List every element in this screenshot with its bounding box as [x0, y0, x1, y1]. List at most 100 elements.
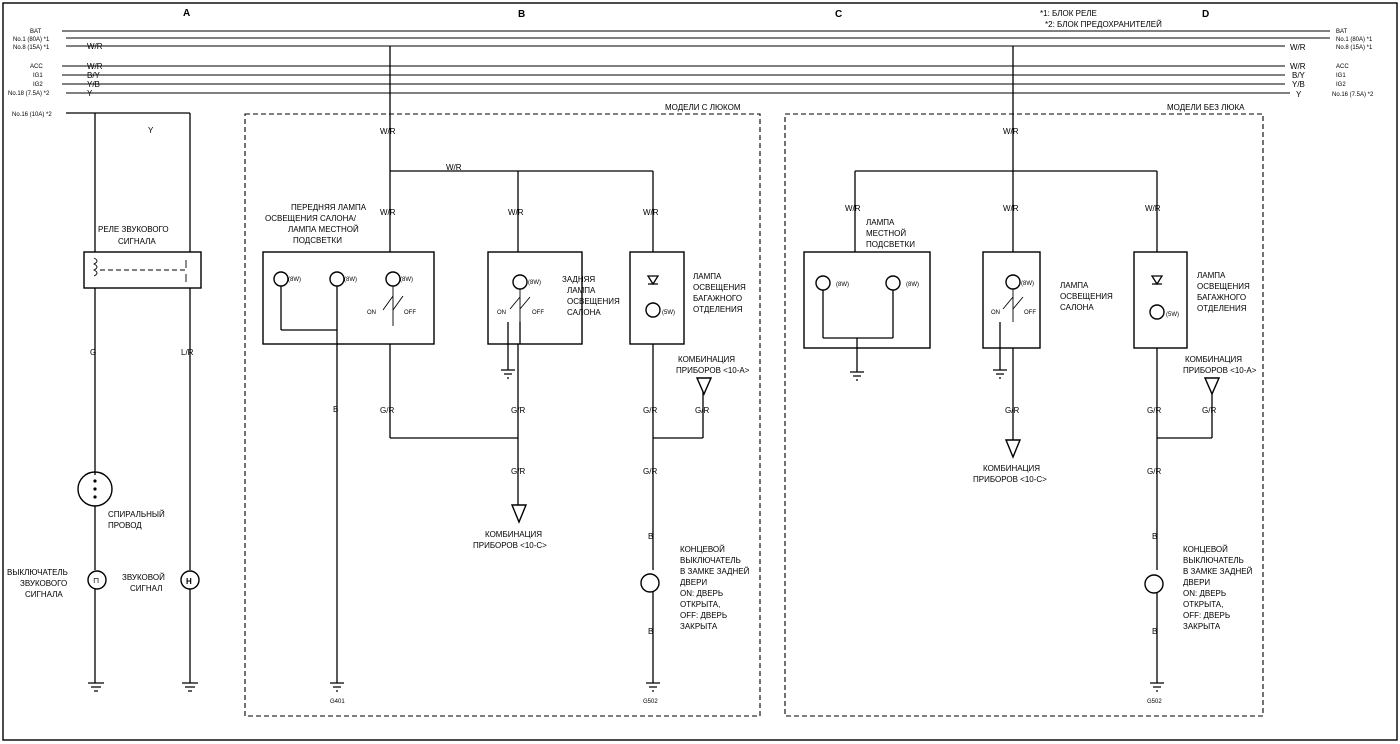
svg-text:ДВЕРИ: ДВЕРИ [680, 578, 707, 587]
wire-tag: W/R [446, 163, 462, 172]
column-c: C [835, 9, 842, 20]
front-lamp-box [262, 251, 435, 345]
horn-circuit: Y G L/R ⊓ H [66, 112, 202, 692]
svg-text:ЗАКРЫТА: ЗАКРЫТА [1183, 622, 1221, 631]
wire-tag: W/R [1290, 43, 1306, 52]
interior-lamp-label-3: САЛОНА [1060, 303, 1094, 312]
wire-tag: G [90, 348, 96, 357]
door-switch-d [1144, 574, 1164, 594]
bulb-rating: (8W) [906, 282, 919, 288]
note-fuse-box: *2: БЛОК ПРЕДОХРАНИТЕЛЕЙ [1045, 20, 1162, 29]
wire-tag: B [1152, 532, 1157, 541]
ground-g401: G401 [330, 699, 345, 705]
switch-off-label: OFF [404, 310, 416, 316]
rear-lamp-label-1: ЗАДНЯЯ [562, 275, 595, 284]
trunk-lamp-d-label-3: БАГАЖНОГО [1197, 293, 1246, 302]
trunk-lamp-box [629, 251, 685, 345]
trunk-lamp-label-1: ЛАМПА [693, 272, 722, 281]
wire-tag: G/R [643, 406, 657, 415]
horn-relay [83, 251, 202, 289]
switch-on-label: ON [497, 310, 506, 316]
column-d: D [1202, 9, 1209, 20]
bus-ig1-right: IG1 [1336, 73, 1346, 79]
rear-lamp-label-2: ЛАМПА [567, 286, 596, 295]
interior-lamp-label-2: ОСВЕЩЕНИЯ [1060, 292, 1113, 301]
wire-tag: W/R [380, 208, 396, 217]
svg-text:ВЫКЛЮЧАТЕЛЬ: ВЫКЛЮЧАТЕЛЬ [1183, 556, 1244, 565]
svg-text:⊓: ⊓ [93, 576, 99, 585]
bus-fuse16-left: No.16 (10A) *2 [12, 112, 52, 118]
gauge-a-label-2: ПРИБОРОВ <10-A> [676, 366, 750, 375]
rear-lamp-box [487, 251, 583, 345]
wire-tag: G/R [1147, 406, 1161, 415]
wire-tag: G/R [380, 406, 394, 415]
gauge-a-connector [695, 377, 713, 396]
ground-g502-d: G502 [1147, 699, 1162, 705]
trunk-lamp-label-4: ОТДЕЛЕНИЯ [693, 305, 743, 314]
trunk-lamp-label-3: БАГАЖНОГО [693, 294, 742, 303]
interior-lamp-label-1: ЛАМПА [1060, 281, 1089, 290]
trunk-lamp-label-2: ОСВЕЩЕНИЯ [693, 283, 746, 292]
svg-text:ЗАКРЫТА: ЗАКРЫТА [680, 622, 718, 631]
svg-text:OFF: ДВЕРЬ: OFF: ДВЕРЬ [1183, 611, 1230, 620]
switch-off-label: OFF [532, 310, 544, 316]
wire-tag: G/R [511, 467, 525, 476]
column-a: A [183, 8, 190, 19]
spot-lamp-box [803, 251, 931, 349]
wire-tag: W/R [508, 208, 524, 217]
ground-g502-b: G502 [643, 699, 658, 705]
no-sunroof-wiring [803, 46, 1221, 692]
gauge-a-connector-d [1203, 377, 1221, 396]
trunk-lamp-d-label-4: ОТДЕЛЕНИЯ [1197, 304, 1247, 313]
bus-ig2-left: IG2 [33, 82, 43, 88]
left-bus-labels: BAT No.1 (80A) *1 No.8 (15A) *1 ACC IG1 … [8, 29, 52, 118]
svg-text:H: H [186, 577, 192, 586]
bus-fuse8-right: No.8 (15A) *1 [1336, 45, 1373, 51]
svg-text:ВЫКЛЮЧАТЕЛЬ: ВЫКЛЮЧАТЕЛЬ [680, 556, 741, 565]
horn-switch [87, 570, 107, 590]
front-lamp-label-3: ЛАМПА МЕСТНОЙ [288, 225, 359, 234]
wire-tag: W/R [845, 204, 861, 213]
wire-tag: G/R [1005, 406, 1019, 415]
wire-tag: Y [87, 89, 93, 98]
wire-tag: W/R [1003, 204, 1019, 213]
gauge-c-label-1: КОМБИНАЦИЯ [485, 530, 542, 539]
bulb-rating: (8W) [400, 277, 413, 283]
front-lamp-label-4: ПОДСВЕТКИ [293, 236, 342, 245]
svg-text:ON: ДВЕРЬ: ON: ДВЕРЬ [1183, 589, 1226, 598]
front-lamp-label-1: ПЕРЕДНЯЯ ЛАМПА [291, 203, 367, 212]
bulb-rating: (5W) [1166, 312, 1179, 318]
note-relay-box: *1: БЛОК РЕЛЕ [1040, 9, 1097, 18]
bulb-rating: (5W) [662, 310, 675, 316]
horn-switch-label-1: ВЫКЛЮЧАТЕЛЬ [7, 568, 68, 577]
wire-tag: G/R [1202, 406, 1216, 415]
wire-tag: B/Y [87, 71, 101, 80]
horn-relay-label-2: СИГНАЛА [118, 237, 156, 246]
interior-lamp-box [982, 251, 1041, 349]
wire-tag: W/R [643, 208, 659, 217]
column-b: B [518, 9, 525, 20]
rear-lamp-label-3: ОСВЕЩЕНИЯ [567, 297, 620, 306]
wire-tag: B [648, 627, 653, 636]
gauge-a-label-1: КОМБИНАЦИЯ [678, 355, 735, 364]
gauge-c-connector [510, 504, 528, 524]
trunk-lamp-d-label-2: ОСВЕЩЕНИЯ [1197, 282, 1250, 291]
wire-tag: W/R [1290, 62, 1306, 71]
section-sunroof-title: МОДЕЛИ С ЛЮКОМ [665, 103, 741, 112]
gauge-c-label-2: ПРИБОРОВ <10-C> [473, 541, 547, 550]
svg-text:ДВЕРИ: ДВЕРИ [1183, 578, 1210, 587]
rear-lamp-label-4: САЛОНА [567, 308, 601, 317]
svg-text:ОТКРЫТА,: ОТКРЫТА, [1183, 600, 1223, 609]
wire-tag: Y [148, 126, 154, 135]
bus-acc-left: ACC [30, 64, 43, 70]
switch-on-label: ON [991, 310, 1000, 316]
wire-tag: W/R [87, 42, 103, 51]
bus-bat-left: BAT [30, 29, 42, 35]
bulb-rating: (8W) [1021, 281, 1034, 287]
cable-reel-label-2: ПРОВОД [108, 521, 142, 530]
door-switch-label-b: КОНЦЕВОЙ ВЫКЛЮЧАТЕЛЬ В ЗАМКЕ ЗАДНЕЙ ДВЕР… [680, 545, 750, 631]
bus-ig2-right: IG2 [1336, 82, 1346, 88]
horn-relay-label-1: РЕЛЕ ЗВУКОВОГО [98, 225, 169, 234]
wire-tag: G/R [511, 406, 525, 415]
